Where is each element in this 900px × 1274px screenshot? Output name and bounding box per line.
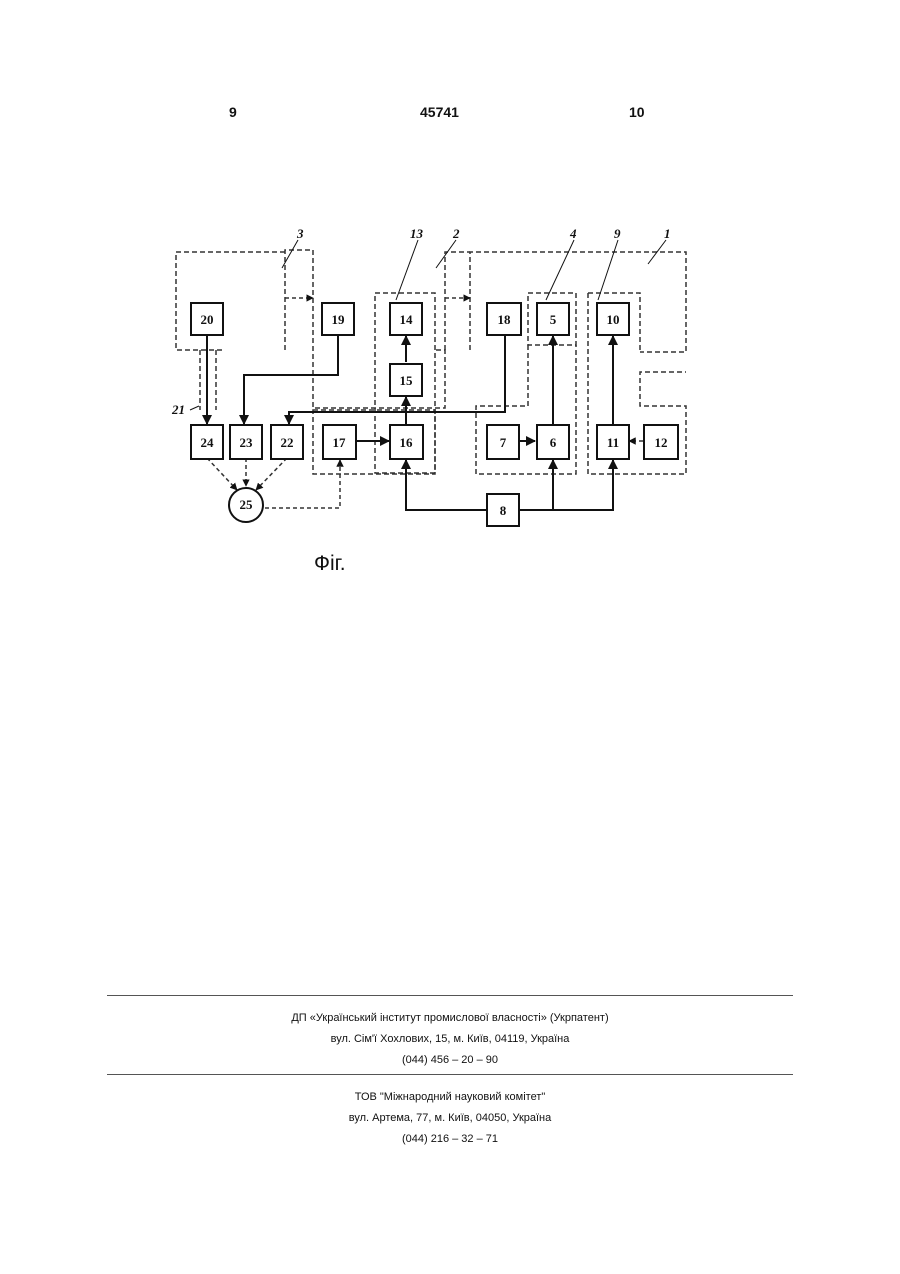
callout-9-leader: [598, 240, 618, 300]
block-5-label: 5: [550, 312, 557, 327]
arrow-24-to-25: [207, 458, 237, 490]
callout-4: 4: [569, 226, 577, 241]
arrow-8-to-16: [406, 460, 486, 510]
callout-21: 21: [171, 402, 185, 417]
callout-1: 1: [664, 226, 671, 241]
block-7-label: 7: [500, 435, 507, 450]
group-2-right-edge: [445, 252, 470, 350]
callout-4-leader: [546, 240, 574, 300]
block-17-label: 17: [333, 435, 347, 450]
block-diagram: 3 13 2 4 9 1 21 20 19 14 18 5 10 15: [0, 0, 900, 620]
callout-13: 13: [410, 226, 424, 241]
block-11-label: 11: [607, 435, 619, 450]
block-14-label: 14: [400, 312, 414, 327]
callout-2-leader: [436, 240, 456, 268]
arrow-8-to-11: [553, 460, 613, 510]
figure-caption: Фіг.: [314, 552, 346, 576]
arrow-25-to-17: [265, 460, 340, 508]
block-15-label: 15: [400, 373, 414, 388]
block-10-label: 10: [607, 312, 620, 327]
publisher-name: ДП «Український інститут промислової вла…: [0, 1008, 900, 1028]
block-6-label: 6: [550, 435, 557, 450]
block-25-label: 25: [240, 497, 254, 512]
arrow-8-to-6: [520, 460, 553, 510]
block-18-label: 18: [498, 312, 512, 327]
footer-rule-top: [107, 995, 793, 996]
publisher-phone: (044) 456 – 20 – 90: [0, 1050, 900, 1070]
block-23-label: 23: [240, 435, 254, 450]
block-8-label: 8: [500, 503, 507, 518]
block-16-label: 16: [400, 435, 414, 450]
footer-rule-bottom: [107, 1074, 793, 1075]
block-19-label: 19: [332, 312, 346, 327]
callout-3: 3: [296, 226, 304, 241]
block-22-label: 22: [281, 435, 294, 450]
callout-21-leader: [190, 406, 199, 410]
printer-name: ТОВ "Міжнародний науковий комітет": [0, 1087, 900, 1107]
block-20-label: 20: [201, 312, 214, 327]
callout-13-leader: [396, 240, 418, 300]
callout-9: 9: [614, 226, 621, 241]
printer-phone: (044) 216 – 32 – 71: [0, 1129, 900, 1149]
block-12-label: 12: [655, 435, 668, 450]
printer-address: вул. Артема, 77, м. Київ, 04050, Україна: [0, 1108, 900, 1128]
block-24-label: 24: [201, 435, 215, 450]
callout-2: 2: [452, 226, 460, 241]
publisher-address: вул. Сім'ї Хохлових, 15, м. Київ, 04119,…: [0, 1029, 900, 1049]
arrow-22-to-25: [256, 458, 287, 490]
